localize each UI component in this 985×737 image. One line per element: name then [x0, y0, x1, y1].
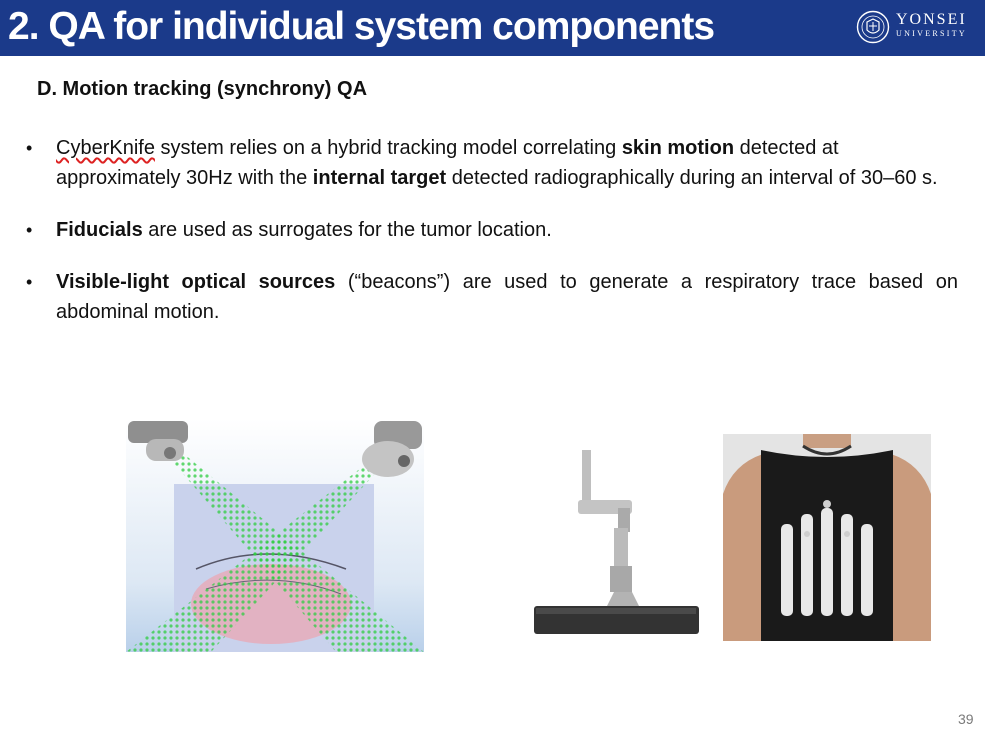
patient-vest-figure — [723, 434, 931, 641]
tracking-camera-figure — [126, 419, 424, 652]
bullet-dot-icon: • — [26, 220, 33, 240]
bullet-text: detected at approximately 30Hz with the — [56, 137, 839, 189]
slide-title: 2. QA for individual system components — [8, 5, 715, 48]
camera-boom-drawing — [514, 448, 704, 644]
optical-marker-strips — [781, 508, 873, 616]
tracking-camera-diagram — [126, 419, 424, 652]
bullet-dot-icon: • — [26, 138, 33, 158]
yonsei-seal-icon — [856, 10, 890, 44]
bullet-text: system relies on a hybrid tracking model… — [154, 137, 622, 159]
slide-header: 2. QA for individual system components Y… — [0, 0, 985, 56]
bullet-item: • Fiducials are used as surrogates for th… — [26, 215, 958, 245]
bullet-item: • Visible-light optical sources (“beacons… — [26, 267, 958, 327]
right-camera-icon — [362, 421, 422, 477]
section-subtitle: D. Motion tracking (synchrony) QA — [37, 78, 368, 100]
bullet-item: • CyberKnife system relies on a hybrid tr… — [26, 133, 958, 193]
bullet-dot-icon: • — [26, 272, 33, 292]
bullet-text: (“beacons”) are used to generate a respi… — [56, 271, 958, 323]
bullet-bold-text: internal target — [312, 167, 447, 189]
bullet-text: are used as surrogates for the tumor loc… — [142, 219, 552, 241]
bullet-bold-text: Visible-light optical sources — [56, 271, 336, 293]
logo-subtext: UNIVERSITY — [896, 29, 967, 38]
patient-vest-photo — [723, 434, 931, 641]
page-number: 39 — [958, 711, 974, 727]
bullet-list: • CyberKnife system relies on a hybrid tr… — [26, 133, 958, 349]
university-logo: YONSEI UNIVERSITY — [856, 9, 976, 45]
bullet-bold-text: Fiducials — [56, 219, 143, 241]
bullet-bold-text: skin motion — [621, 137, 735, 159]
bullet-text: detected radiographically during an inte… — [446, 167, 938, 189]
left-camera-icon — [128, 421, 188, 461]
bullet-text: CyberKnife — [56, 137, 155, 159]
logo-wordmark: YONSEI — [896, 11, 967, 28]
camera-boom-figure — [514, 448, 704, 644]
